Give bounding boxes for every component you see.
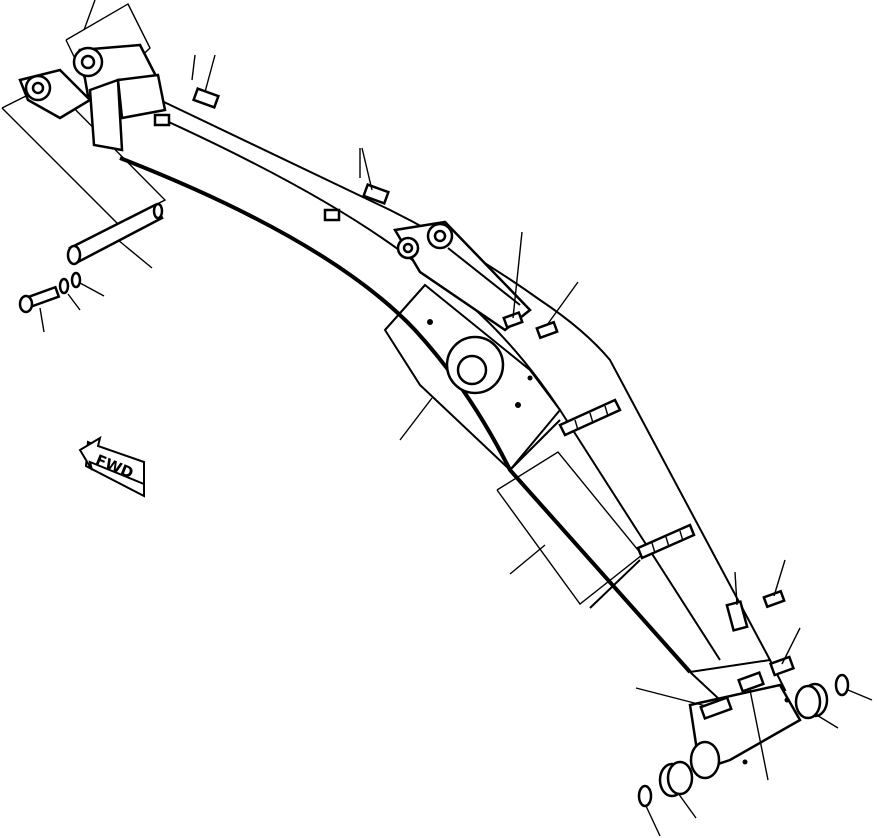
- foot-bushing-right: [794, 673, 873, 729]
- arm-cylinder-bracket: [392, 220, 532, 332]
- hose-clamp-2: [359, 147, 390, 206]
- hose-band-upper: [558, 398, 622, 437]
- hose-band-lower: [636, 523, 696, 560]
- forward-arrow-icon: FWD: [78, 435, 145, 498]
- snap-ring: [70, 271, 105, 297]
- fitting-lower-right: [635, 559, 801, 781]
- boom-side-boss: [383, 283, 562, 472]
- boom-body: [117, 79, 802, 772]
- side-plate-callout-box: [496, 451, 643, 606]
- washer: [58, 277, 81, 311]
- hose-clamp-3: [153, 113, 341, 222]
- hose-clamp-1: [191, 54, 220, 110]
- foot-plate-dots: [742, 697, 790, 765]
- leader-lines: [399, 397, 433, 441]
- boom-pin: [66, 202, 164, 269]
- foot-bushing-left: [637, 740, 721, 837]
- bolt-group-upper-right: [502, 231, 579, 340]
- boom-head-bracket: [18, 43, 167, 152]
- lock-bolt: [18, 285, 61, 333]
